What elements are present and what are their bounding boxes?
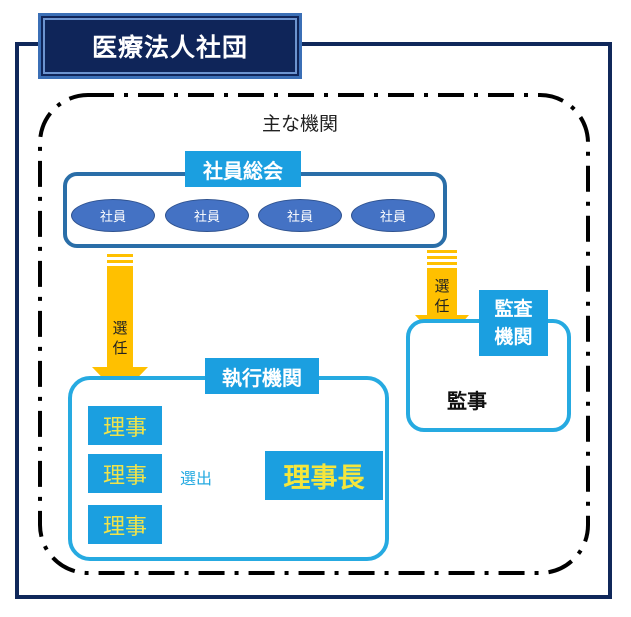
main-organs-boundary	[38, 93, 590, 575]
audit-title-line1: 監査	[494, 298, 533, 320]
member-ellipse-1: 社員	[71, 199, 155, 232]
executive-organ-title: 執行機関	[205, 358, 319, 394]
general-meeting-title: 社員総会	[185, 151, 301, 187]
audit-title-line2: 機関	[494, 326, 533, 348]
elect-arrow-left	[92, 254, 148, 396]
member-ellipse-4: 社員	[351, 199, 435, 232]
outer-frame	[15, 42, 612, 599]
director-box-1: 理事	[88, 406, 162, 445]
audit-organ-title: 監査 機関	[479, 290, 548, 356]
elect-label-right-line2: 任	[434, 297, 450, 315]
elect-label-left: 選 任	[108, 318, 132, 358]
page-title: 医療法人社団	[38, 13, 302, 79]
elect-label-right-line1: 選	[434, 277, 450, 295]
elect-label-left-line1: 選	[112, 319, 128, 337]
main-organs-label: 主な機関	[262, 113, 339, 135]
auditor-label: 監事	[447, 389, 487, 413]
select-label: 選出	[180, 469, 213, 488]
director-box-3: 理事	[88, 505, 162, 544]
elect-label-right: 選 任	[430, 276, 454, 316]
director-box-2: 理事	[88, 454, 162, 493]
member-ellipse-2: 社員	[165, 199, 249, 232]
chairman-box: 理事長	[265, 451, 383, 500]
member-ellipse-3: 社員	[258, 199, 342, 232]
elect-label-left-line2: 任	[112, 339, 128, 357]
